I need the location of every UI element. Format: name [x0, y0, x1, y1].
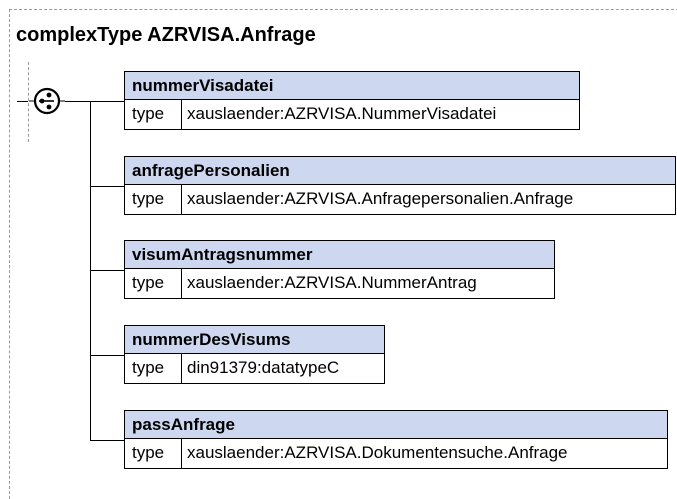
element-type-row: type xauslaender:AZRVISA.NummerAntrag — [125, 269, 554, 298]
element-name: nummerVisadatei — [125, 72, 579, 100]
diagram-title: complexType AZRVISA.Anfrage — [16, 24, 316, 46]
element-name: passAnfrage — [125, 411, 667, 439]
type-label: type — [125, 269, 182, 298]
element-box[interactable]: passAnfrage type xauslaender:AZRVISA.Dok… — [124, 410, 668, 469]
element-box[interactable]: nummerDesVisums type din91379:datatypeC — [124, 325, 385, 384]
connector-main — [65, 101, 90, 102]
connector-dashed-vertical — [28, 62, 29, 142]
type-label: type — [125, 185, 182, 214]
element-type-row: type xauslaender:AZRVISA.Anfragepersonal… — [125, 185, 675, 214]
type-value[interactable]: xauslaender:AZRVISA.NummerVisadatei — [187, 104, 497, 123]
type-value[interactable]: xauslaender:AZRVISA.Anfragepersonalien.A… — [187, 189, 574, 208]
element-name: visumAntragsnummer — [125, 241, 554, 269]
type-label: type — [125, 100, 182, 129]
connector-branch — [90, 440, 124, 441]
element-type-row: type xauslaender:AZRVISA.Dokumentensuche… — [125, 439, 667, 468]
element-box[interactable]: anfragePersonalien type xauslaender:AZRV… — [124, 156, 676, 215]
type-value[interactable]: xauslaender:AZRVISA.NummerAntrag — [187, 273, 477, 292]
sequence-icon — [29, 87, 65, 115]
type-value[interactable]: xauslaender:AZRVISA.Dokumentensuche.Anfr… — [187, 443, 568, 462]
type-label: type — [125, 354, 182, 383]
element-type-row: type din91379:datatypeC — [125, 354, 384, 383]
element-box[interactable]: visumAntragsnummer type xauslaender:AZRV… — [124, 240, 555, 299]
element-name: anfragePersonalien — [125, 157, 675, 185]
complex-type-frame — [9, 9, 677, 499]
type-label: type — [125, 439, 182, 468]
connector-branch — [90, 270, 124, 271]
element-type-row: type xauslaender:AZRVISA.NummerVisadatei — [125, 100, 579, 129]
type-value[interactable]: din91379:datatypeC — [187, 358, 340, 377]
connector-stub — [17, 101, 28, 102]
connector-branch — [90, 355, 124, 356]
element-box[interactable]: nummerVisadatei type xauslaender:AZRVISA… — [124, 71, 580, 130]
connector-branch — [90, 186, 124, 187]
connector-branch — [90, 101, 124, 102]
element-name: nummerDesVisums — [125, 326, 384, 354]
